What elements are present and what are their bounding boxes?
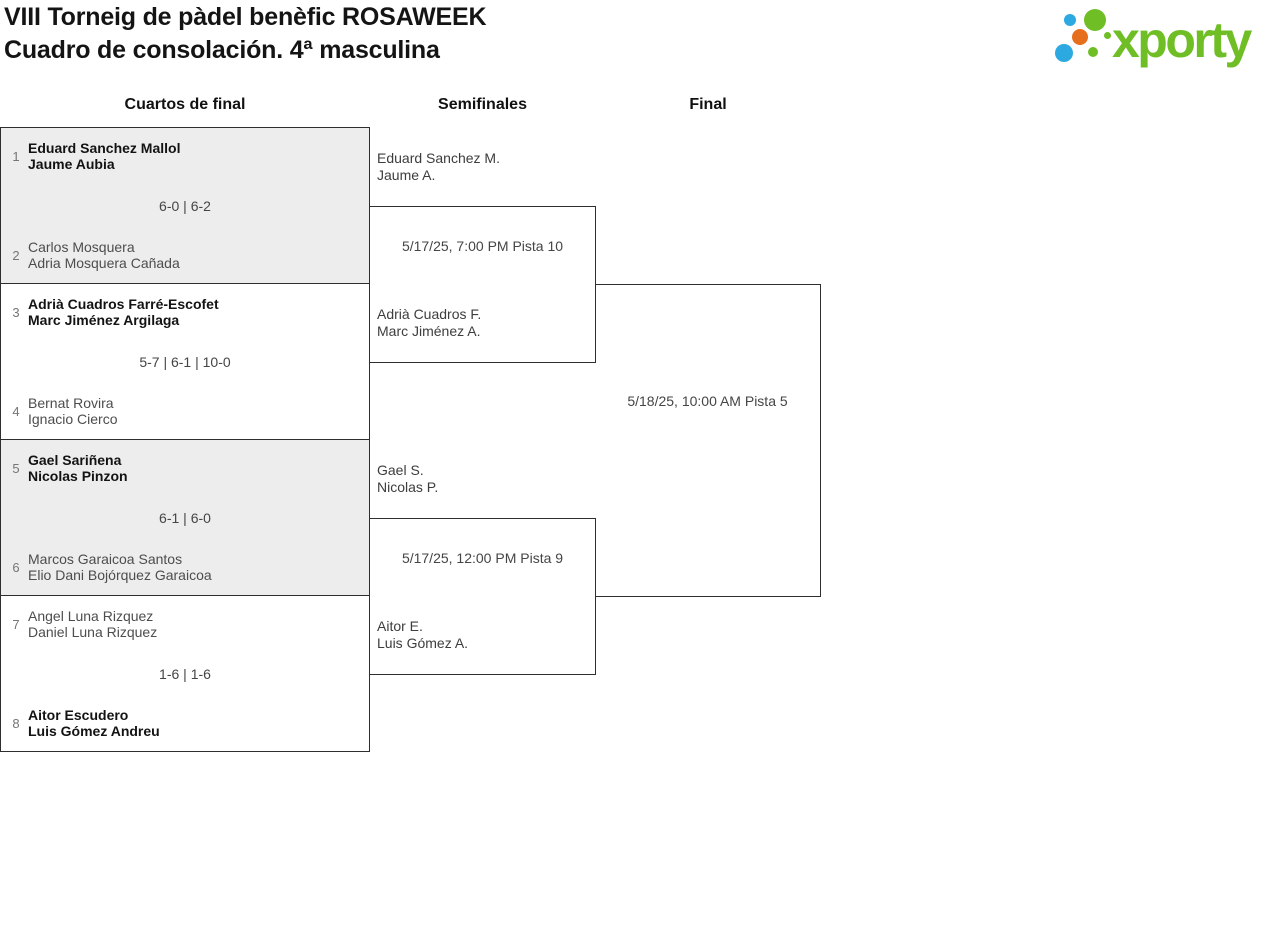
player-name: Adria Mosquera Cañada — [28, 255, 180, 271]
team-entry: 6 Marcos Garaicoa Santos Elio Dani Bojór… — [9, 551, 212, 583]
player-name: Jaume Aubia — [28, 156, 115, 172]
seed-number: 5 — [12, 460, 20, 476]
team-names: Marcos Garaicoa Santos Elio Dani Bojórqu… — [28, 551, 212, 583]
player-name: Carlos Mosquera — [28, 239, 135, 255]
player-name: Eduard Sanchez M. — [377, 150, 500, 166]
match-score: 6-0 | 6-2 — [159, 197, 211, 214]
semifinal-1-box: 5/17/25, 7:00 PM Pista 10 — [369, 206, 596, 363]
team-names: Bernat Rovira Ignacio Cierco — [28, 395, 118, 427]
semifinal-2-team-bottom: Aitor E. Luis Gómez A. — [377, 618, 587, 652]
semifinal-2-box: 5/17/25, 12:00 PM Pista 9 — [369, 518, 596, 675]
player-name: Nicolas Pinzon — [28, 468, 128, 484]
match-score: 5-7 | 6-1 | 10-0 — [139, 353, 231, 370]
team-entry: 2 Carlos Mosquera Adria Mosquera Cañada — [9, 239, 180, 271]
quarterfinal-match-3: 5 Gael Sariñena Nicolas Pinzon 6-1 | 6-0… — [0, 439, 370, 596]
seed-number: 4 — [12, 403, 20, 419]
logo-dot-icon — [1055, 44, 1073, 62]
player-name: Adrià Cuadros F. — [377, 306, 482, 322]
seed-number: 6 — [12, 559, 20, 575]
logo-wordmark: xporty — [1112, 12, 1252, 68]
semifinal-2-team-top: Gael S. Nicolas P. — [377, 462, 587, 496]
player-name: Gael Sariñena — [28, 452, 122, 468]
seed-number: 1 — [12, 148, 20, 164]
player-name: Luis Gómez Andreu — [28, 723, 160, 739]
quarterfinal-match-1: 1 Eduard Sanchez Mallol Jaume Aubia 6-0 … — [0, 127, 370, 284]
player-name: Jaume A. — [377, 167, 436, 183]
player-name: Daniel Luna Rizquez — [28, 624, 158, 640]
player-name: Adrià Cuadros Farré-Escofet — [28, 296, 219, 312]
round-header-semifinals: Semifinales — [438, 96, 527, 113]
player-name: Elio Dani Bojórquez Garaicoa — [28, 567, 212, 583]
player-name: Angel Luna Rizquez — [28, 608, 154, 624]
page-title: VIII Torneig de pàdel benèfic ROSAWEEK — [4, 3, 487, 31]
page-header: VIII Torneig de pàdel benèfic ROSAWEEK C… — [4, 1, 486, 67]
logo-dot-icon — [1088, 47, 1098, 57]
team-names: Carlos Mosquera Adria Mosquera Cañada — [28, 239, 180, 271]
team-entry: 4 Bernat Rovira Ignacio Cierco — [9, 395, 118, 427]
round-header-final: Final — [689, 96, 727, 113]
match-schedule: 5/17/25, 7:00 PM Pista 10 — [401, 238, 564, 254]
player-name: Marc Jiménez A. — [377, 323, 481, 339]
match-schedule: 5/18/25, 10:00 AM Pista 5 — [627, 393, 788, 409]
team-entry: 7 Angel Luna Rizquez Daniel Luna Rizquez — [9, 608, 157, 640]
player-name: Marcos Garaicoa Santos — [28, 551, 183, 567]
player-name: Marc Jiménez Argilaga — [28, 312, 180, 328]
team-entry: 1 Eduard Sanchez Mallol Jaume Aubia — [9, 140, 180, 172]
seed-number: 7 — [12, 616, 20, 632]
logo-dot-icon — [1084, 9, 1106, 31]
team-names: Adrià Cuadros Farré-Escofet Marc Jiménez… — [28, 296, 219, 328]
quarterfinal-match-4: 7 Angel Luna Rizquez Daniel Luna Rizquez… — [0, 595, 370, 752]
semifinal-1-team-bottom: Adrià Cuadros F. Marc Jiménez A. — [377, 306, 587, 340]
final-box: 5/18/25, 10:00 AM Pista 5 — [595, 284, 821, 597]
logo-dot-icon — [1104, 32, 1111, 39]
player-name: Luis Gómez A. — [377, 635, 469, 651]
round-header-quarterfinals: Cuartos de final — [124, 96, 246, 113]
match-score: 1-6 | 1-6 — [159, 665, 211, 682]
player-name: Ignacio Cierco — [28, 411, 118, 427]
logo-dot-icon — [1072, 29, 1088, 45]
team-names: Aitor Escudero Luis Gómez Andreu — [28, 707, 160, 739]
team-entry: 8 Aitor Escudero Luis Gómez Andreu — [9, 707, 160, 739]
seed-number: 3 — [12, 304, 20, 320]
player-name: Aitor Escudero — [28, 707, 129, 723]
xporty-logo[interactable]: xporty — [1050, 5, 1278, 69]
player-name: Aitor E. — [377, 618, 423, 634]
team-entry: 3 Adrià Cuadros Farré-Escofet Marc Jimén… — [9, 296, 219, 328]
team-entry: 5 Gael Sariñena Nicolas Pinzon — [9, 452, 128, 484]
logo-dot-icon — [1064, 14, 1076, 26]
page-subtitle: Cuadro de consolación. 4ª masculina — [4, 36, 440, 64]
semifinal-1-team-top: Eduard Sanchez M. Jaume A. — [377, 150, 587, 184]
team-names: Eduard Sanchez Mallol Jaume Aubia — [28, 140, 180, 172]
player-name: Eduard Sanchez Mallol — [28, 140, 181, 156]
player-name: Gael S. — [377, 462, 424, 478]
team-names: Gael Sariñena Nicolas Pinzon — [28, 452, 128, 484]
seed-number: 8 — [12, 715, 20, 731]
quarterfinal-match-2: 3 Adrià Cuadros Farré-Escofet Marc Jimén… — [0, 283, 370, 440]
team-names: Angel Luna Rizquez Daniel Luna Rizquez — [28, 608, 157, 640]
player-name: Bernat Rovira — [28, 395, 114, 411]
match-schedule: 5/17/25, 12:00 PM Pista 9 — [401, 550, 564, 566]
match-score: 6-1 | 6-0 — [159, 509, 211, 526]
seed-number: 2 — [12, 247, 20, 263]
player-name: Nicolas P. — [377, 479, 439, 495]
